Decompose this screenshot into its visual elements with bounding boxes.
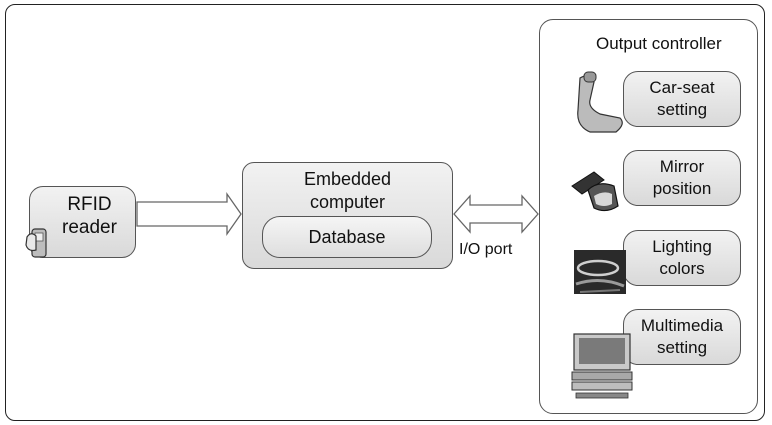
database-label: Database bbox=[308, 227, 386, 247]
io-double-arrow bbox=[453, 194, 539, 234]
side-mirror-icon bbox=[571, 171, 619, 212]
rfid-reader-box: RFID reader bbox=[29, 186, 136, 258]
car-seat-setting-box: Car-seat setting bbox=[623, 71, 741, 127]
multimedia-icon bbox=[571, 333, 633, 399]
multimedia-label-line1: Multimedia bbox=[640, 316, 724, 335]
mirror-position-box: Mirror position bbox=[623, 150, 741, 206]
output-controller-title: Output controller bbox=[596, 34, 722, 53]
rfid-to-computer-arrow bbox=[136, 191, 242, 237]
database-box: Database bbox=[262, 216, 432, 258]
rfid-label-line1: RFID bbox=[67, 194, 112, 215]
phone-icon bbox=[25, 228, 47, 258]
embedded-label-line2: computer bbox=[309, 192, 386, 212]
rfid-label-line2: reader bbox=[62, 217, 117, 238]
car-seat-label-line2: setting bbox=[656, 100, 708, 119]
car-seat-label-line1: Car-seat bbox=[649, 78, 715, 97]
car-seat-icon bbox=[577, 71, 623, 133]
lighting-label-line1: Lighting bbox=[652, 237, 712, 256]
embedded-label-line1: Embedded bbox=[303, 169, 392, 189]
lighting-label-line2: colors bbox=[659, 259, 705, 278]
lighting-icon bbox=[574, 250, 626, 294]
io-port-label: I/O port bbox=[459, 241, 513, 258]
multimedia-label-line2: setting bbox=[656, 338, 708, 357]
mirror-label-line2: position bbox=[652, 179, 712, 198]
mirror-label-line1: Mirror bbox=[659, 157, 705, 176]
lighting-colors-box: Lighting colors bbox=[623, 230, 741, 286]
multimedia-setting-box: Multimedia setting bbox=[623, 309, 741, 365]
outer-frame bbox=[5, 4, 765, 421]
